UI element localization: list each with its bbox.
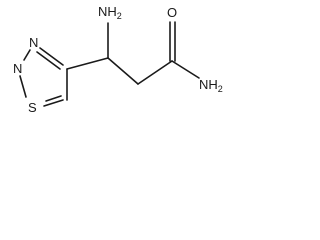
bond-c5-to-s: [43, 99, 64, 107]
bond-n-top-to-c4-double-a: [39, 47, 64, 66]
bond-n-left-to-n-top: [23, 49, 31, 61]
atom-label-n-left: N: [13, 61, 22, 76]
amide-nh-text: NH: [199, 77, 218, 92]
bond-c-to-amide-n: [171, 60, 200, 79]
chemical-structure-diagram: N N S O NH2 NH2: [13, 4, 223, 115]
bond-c4-to-ch: [66, 57, 109, 70]
amide-subscript-2: 2: [218, 84, 223, 94]
atom-label-amine-nh2: NH2: [98, 4, 122, 21]
amine-subscript-2: 2: [117, 11, 122, 21]
bond-ch2-to-carbonyl-c: [137, 60, 173, 85]
atom-label-o: O: [167, 5, 177, 20]
atom-label-amide-nh2: NH2: [199, 77, 223, 94]
atom-label-s: S: [28, 100, 37, 115]
bond-n-top-to-c4-double-b: [36, 51, 61, 70]
bond-s-to-n-left: [19, 75, 27, 98]
bond-c5-to-s-inner: [45, 95, 62, 102]
atom-label-n-top: N: [29, 35, 38, 50]
bond-ch-to-ch2: [107, 57, 139, 85]
amine-nh-text: NH: [98, 4, 117, 19]
